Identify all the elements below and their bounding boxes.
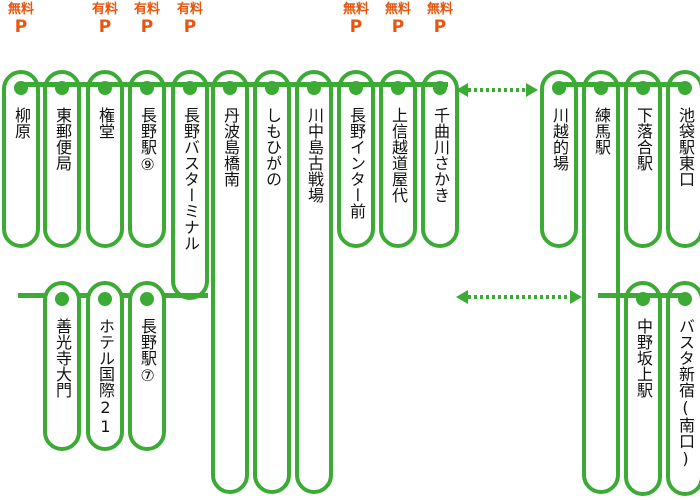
parking-icon: P bbox=[140, 17, 154, 37]
stop-name: 上信越道屋代 bbox=[389, 107, 408, 203]
parking-type: 無料 bbox=[426, 2, 453, 17]
stop-gondo: 権堂 bbox=[86, 70, 124, 248]
stop-name: 丹波島橋南 bbox=[221, 107, 240, 187]
stop-name: 千曲川さかき bbox=[431, 107, 450, 203]
stop-ueshinetsu-doya-shiro: 上信越道屋代 bbox=[379, 70, 417, 248]
stop-zenkoji-daimon: 善光寺大門 bbox=[43, 281, 81, 451]
stop-nagano-eki-7: 長野駅⑦ bbox=[128, 281, 166, 451]
stop-nakano-sakaue-eki: 中野坂上駅 bbox=[624, 281, 662, 496]
parking-icon: P bbox=[391, 17, 405, 37]
stop-kawagoe-matoba: 川越的場 bbox=[540, 70, 578, 248]
parking-type: 無料 bbox=[384, 2, 411, 17]
stop-tanba-jima-bashi-minami: 丹波島橋南 bbox=[211, 70, 249, 494]
stop-name: バスタ新宿(南口) bbox=[676, 318, 695, 468]
stop-kawanakajima-kosenjo: 川中島古戦場 bbox=[295, 70, 333, 494]
stop-nagano-ic-mae: 長野インター前 bbox=[337, 70, 375, 248]
stop-name: 長野駅⑦ bbox=[138, 318, 157, 385]
stop-name: ホテル国際21 bbox=[96, 318, 115, 436]
parking-type: 有料 bbox=[133, 2, 160, 17]
parking-type: 有料 bbox=[176, 2, 203, 17]
stop-name: 川中島古戦場 bbox=[305, 107, 324, 203]
stop-marker-icon bbox=[55, 292, 69, 306]
stop-yanagihara: 柳原 bbox=[2, 70, 40, 248]
parking-icon: P bbox=[183, 17, 197, 37]
stop-name: 長野バスターミナル bbox=[181, 107, 200, 251]
route-line bbox=[18, 82, 448, 87]
stop-ikebukuro-eki-higashiguchi: 池袋駅東口 bbox=[666, 70, 700, 248]
stop-hotel-kokusai-21: ホテル国際21 bbox=[86, 281, 124, 451]
stop-name: 権堂 bbox=[96, 107, 115, 139]
stop-name: しもひがの bbox=[263, 107, 282, 187]
stop-name: 池袋駅東口 bbox=[676, 107, 695, 187]
stop-name: 長野駅⑨ bbox=[138, 107, 157, 174]
expressway-arrow-bottom bbox=[456, 290, 582, 304]
parking-icon: P bbox=[14, 17, 28, 37]
parking-type: 有料 bbox=[91, 2, 118, 17]
stop-name: 川越的場 bbox=[550, 107, 569, 171]
stop-marker-icon bbox=[98, 292, 112, 306]
stop-name: 下落合駅 bbox=[634, 107, 653, 171]
parking-type: 無料 bbox=[342, 2, 369, 17]
expressway-arrow-top bbox=[456, 83, 538, 97]
parking-icon: P bbox=[349, 17, 363, 37]
stop-busta-shinjuku: バスタ新宿(南口) bbox=[666, 281, 700, 496]
stop-name: 中野坂上駅 bbox=[634, 318, 653, 398]
stop-nagano-bus-terminal: 長野バスターミナル bbox=[171, 70, 209, 300]
stop-chikumagawa-sakaki: 千曲川さかき bbox=[421, 70, 459, 248]
stop-name: 練馬駅 bbox=[592, 107, 611, 155]
stop-shimo-ochiai-eki: 下落合駅 bbox=[624, 70, 662, 248]
stop-name: 長野インター前 bbox=[347, 107, 366, 219]
parking-icon: P bbox=[433, 17, 447, 37]
stop-name: 東郵便局 bbox=[53, 107, 72, 171]
stop-shimohigano: しもひがの bbox=[253, 70, 291, 494]
parking-type: 無料 bbox=[7, 2, 34, 17]
route-line bbox=[556, 82, 686, 87]
stop-name: 柳原 bbox=[12, 107, 31, 139]
stop-name: 善光寺大門 bbox=[53, 318, 72, 398]
stop-nerima-eki: 練馬駅 bbox=[582, 70, 620, 494]
route-line bbox=[598, 293, 686, 298]
stop-marker-icon bbox=[140, 292, 154, 306]
stop-higashi-yubinkyoku: 東郵便局 bbox=[43, 70, 81, 248]
stop-nagano-eki-9: 長野駅⑨ bbox=[128, 70, 166, 248]
parking-icon: P bbox=[98, 17, 112, 37]
